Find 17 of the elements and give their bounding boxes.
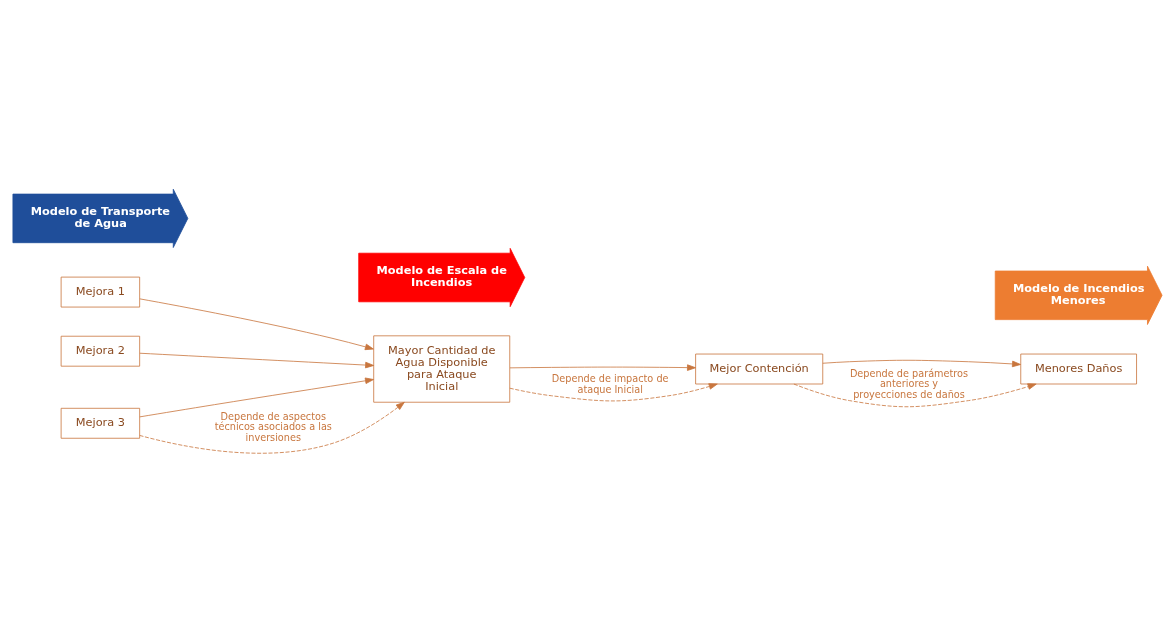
- arrow: [793, 382, 1037, 407]
- edge-label: Depende de aspectos técnicos asociados a las inversiones: [214, 410, 332, 443]
- arrow: [509, 363, 696, 371]
- node-box: Mejora 1: [60, 276, 141, 307]
- arrow: [509, 382, 718, 401]
- arrow: [139, 297, 374, 350]
- edge-label: Depende de impacto de ataque Inicial: [551, 372, 669, 395]
- edge-label: Depende de parámetros anteriores y proyecciones de daños: [849, 367, 969, 400]
- node-box: Mejor Contención: [695, 353, 824, 384]
- node-box: Mayor Cantidad de Agua Disponible para Ataque Inicial: [373, 334, 511, 403]
- arrow: [139, 401, 405, 454]
- arrow: [822, 359, 1021, 367]
- arrow: [139, 352, 375, 368]
- node-box: Mejora 2: [60, 335, 141, 367]
- arrow: [139, 377, 374, 417]
- node-box: Mejora 3: [60, 407, 141, 439]
- node-box: Menores Daños: [1020, 353, 1137, 384]
